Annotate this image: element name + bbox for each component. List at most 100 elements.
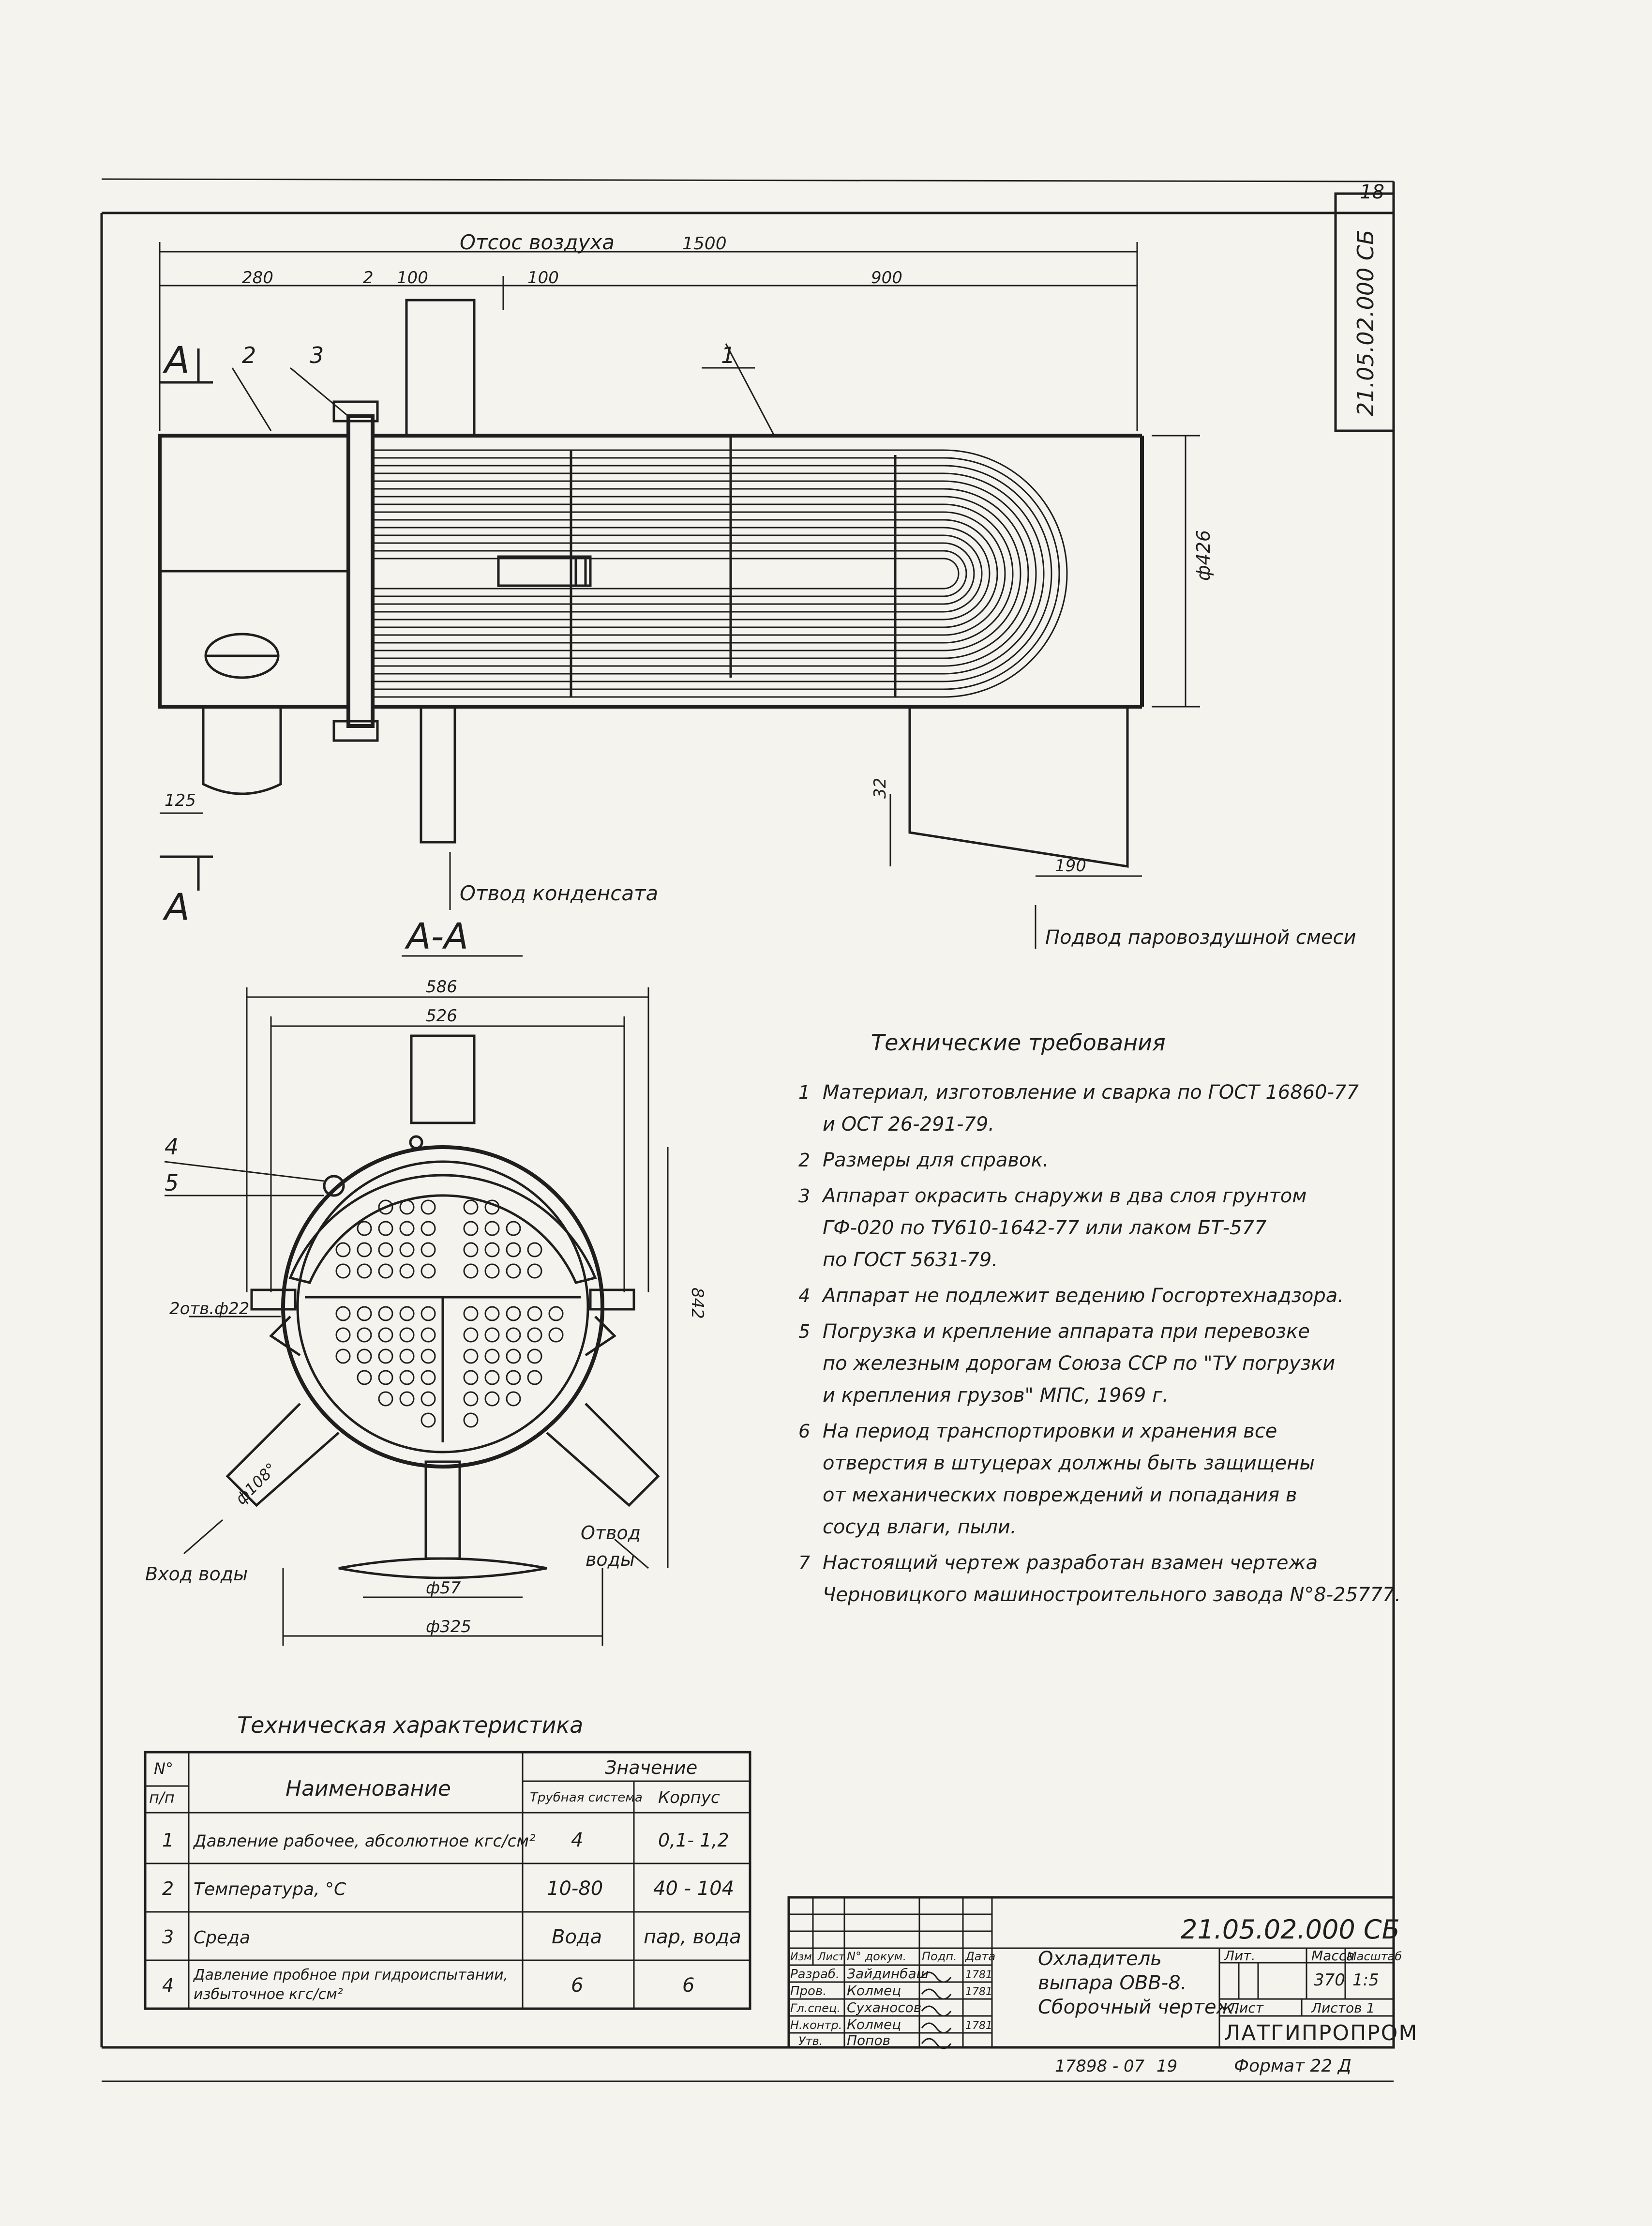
- footer-format: Формат 22 Д: [1234, 2056, 1352, 2076]
- requirements-title: Технические требования: [871, 1030, 1166, 1056]
- tube-hole: [463, 1199, 479, 1215]
- role-4: Гл.спец.: [790, 2001, 841, 2015]
- requirement-line: Погрузка и крепление аппарата при перево…: [823, 1320, 1310, 1343]
- tube-hole: [484, 1242, 500, 1257]
- tube-hole: [484, 1348, 500, 1364]
- tube-hole: [463, 1412, 479, 1428]
- head-list: Лист: [817, 1951, 845, 1963]
- row-4-name-2: избыточное кгс/см²: [194, 1986, 343, 2003]
- dim-plate: 2: [363, 268, 374, 288]
- requirement-line: отверстия в штуцерах должны быть защищен…: [823, 1452, 1315, 1474]
- row-4-tube: 6: [571, 1974, 583, 1997]
- role-1: Разраб.: [790, 1967, 840, 1982]
- tube-hole: [484, 1263, 500, 1279]
- tube-hole: [357, 1306, 372, 1321]
- tube-hole: [463, 1327, 479, 1343]
- row-3-shell: пар, вода: [644, 1926, 741, 1948]
- tube-hole: [421, 1242, 436, 1257]
- date-5: 1781: [965, 2020, 992, 2032]
- tube-hole: [527, 1242, 542, 1257]
- row-4-num: 4: [162, 1975, 174, 1996]
- tube-hole: [378, 1327, 393, 1343]
- row-2-num: 2: [162, 1878, 174, 1899]
- row-4-shell: 6: [682, 1974, 694, 1997]
- callout-1: 1: [721, 342, 735, 368]
- tube-hole: [399, 1348, 415, 1364]
- sheet-frame: [100, 178, 1395, 2082]
- label-steam-air: Подвод паровоздушной смеси: [1045, 926, 1356, 949]
- tube-hole: [421, 1263, 436, 1279]
- dim-shell-d: ф325: [426, 1617, 471, 1636]
- requirement-num: 5: [798, 1321, 810, 1342]
- tube-hole: [506, 1221, 521, 1236]
- doc-code-box: 21.05.02.000 СБ: [1334, 192, 1395, 432]
- name-5: Колмец: [847, 2016, 901, 2032]
- title-name-2: выпара ОВВ-8.: [1038, 1972, 1186, 1994]
- tube-hole: [399, 1391, 415, 1407]
- dim-inner-width: 526: [426, 1006, 457, 1026]
- sheets-label: Листов 1: [1311, 2000, 1375, 2016]
- tube-hole: [463, 1370, 479, 1385]
- col-name: Наименование: [285, 1776, 451, 1801]
- row-3-tube: Вода: [552, 1926, 602, 1948]
- u-tube: [373, 496, 1021, 651]
- doc-code-vertical: 21.05.02.000 СБ: [1352, 229, 1379, 416]
- requirement-num: 6: [798, 1421, 810, 1442]
- u-tube: [373, 480, 1037, 667]
- requirement-line: Размеры для справок.: [823, 1149, 1049, 1171]
- row-1-tube: 4: [571, 1829, 583, 1851]
- sheet-number: 18: [1360, 181, 1384, 203]
- tube-hole: [484, 1327, 500, 1343]
- u-tube: [373, 457, 1060, 690]
- u-tube: [373, 511, 1006, 636]
- tube-hole: [335, 1242, 351, 1257]
- requirement-line: На период транспортировки и хранения все: [823, 1420, 1277, 1442]
- label-water-in: Вход воды: [145, 1563, 248, 1585]
- name-4: Суханосов: [847, 1999, 921, 2015]
- dim-overall: 1500: [682, 234, 727, 254]
- label-water-out-2: воды: [586, 1549, 635, 1570]
- spec-table: Техническая характеристика N° п/п Наимен…: [144, 1712, 751, 2010]
- role-2: Пров.: [790, 1984, 827, 1999]
- u-tube: [373, 488, 1029, 659]
- signature-5: [921, 2022, 952, 2034]
- tube-hole-pattern: [335, 1199, 564, 1428]
- tube-hole: [421, 1412, 436, 1428]
- row-1-num: 1: [162, 1830, 174, 1851]
- u-tube: [373, 472, 1045, 675]
- requirement-line: по железным дорогам Союза ССР по "ТУ пог…: [823, 1352, 1335, 1375]
- tube-hole: [506, 1306, 521, 1321]
- tube-hole: [421, 1199, 436, 1215]
- callout-3: 3: [310, 342, 324, 368]
- tube-hole: [527, 1348, 542, 1364]
- tube-hole: [463, 1263, 479, 1279]
- tube-hole: [506, 1391, 521, 1407]
- col-tube: Трубная система: [530, 1790, 643, 1805]
- tube-hole: [527, 1327, 542, 1343]
- role-5: Н.контр.: [790, 2018, 842, 2032]
- scale-value: 1:5: [1352, 1970, 1379, 1990]
- dim-nozzle-d: ф57: [426, 1578, 461, 1598]
- tube-hole: [527, 1263, 542, 1279]
- tube-hole: [335, 1348, 351, 1364]
- col-value: Значение: [605, 1757, 697, 1778]
- title-name-1: Охладитель: [1038, 1948, 1162, 1970]
- section-view: [164, 987, 669, 1646]
- dim-tube-length: 900: [871, 268, 902, 288]
- name-6: Попов: [847, 2032, 890, 2048]
- tube-hole: [463, 1348, 479, 1364]
- requirement-line: и крепления грузов" МПС, 1969 г.: [823, 1384, 1169, 1407]
- role-6: Утв.: [798, 2034, 823, 2048]
- label-condensate: Отвод конденсата: [460, 881, 658, 905]
- tube-hole: [506, 1348, 521, 1364]
- col-num-1: N°: [154, 1759, 173, 1778]
- label-air-vent: Отсос воздуха: [460, 230, 615, 254]
- tube-hole: [378, 1348, 393, 1364]
- head-doc: N° докум.: [847, 1950, 906, 1963]
- requirement-line: Аппарат не подлежит ведению Госгортехнад…: [821, 1285, 1344, 1307]
- requirement-line: и ОСТ 26-291-79.: [823, 1113, 994, 1136]
- mass-value: 370: [1314, 1970, 1345, 1990]
- tube-hole: [484, 1221, 500, 1236]
